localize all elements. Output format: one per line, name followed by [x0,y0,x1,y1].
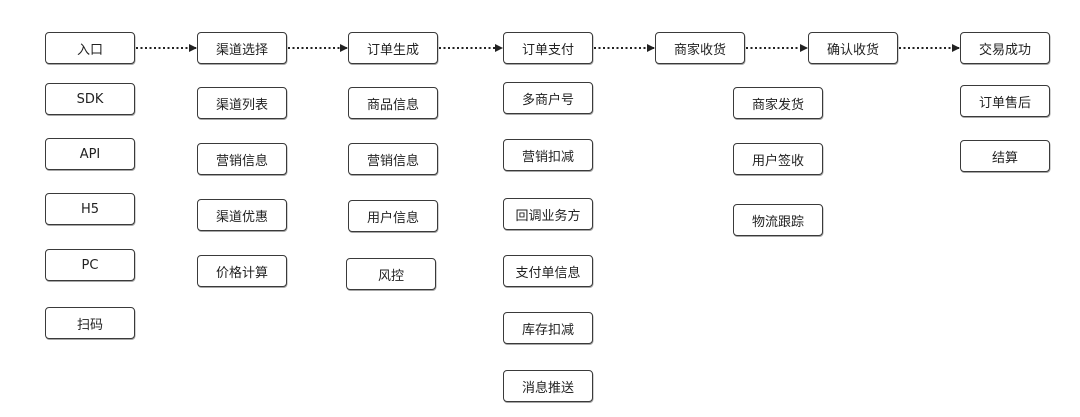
entry-item-scan: 扫码 [45,307,135,339]
pay-item-stock-deduct: 库存扣减 [503,312,593,344]
stage-confirm-receipt: 确认收货 [808,32,898,64]
entry-item-pc: PC [45,249,135,281]
pay-item-payment-info: 支付单信息 [503,255,593,287]
order-item-user: 用户信息 [348,200,438,232]
success-item-settlement: 结算 [960,140,1050,172]
pay-item-message-push: 消息推送 [503,370,593,402]
stage-trade-success: 交易成功 [960,32,1050,64]
pay-item-merchant-ids: 多商户号 [503,82,593,114]
order-item-risk: 风控 [346,258,436,290]
stage-channel-select: 渠道选择 [197,32,287,64]
entry-item-sdk: SDK [45,83,135,115]
channel-item-discount: 渠道优惠 [197,199,287,231]
channel-item-list: 渠道列表 [197,87,287,119]
confirm-item-ship: 商家发货 [733,87,823,119]
stage-merchant-receive: 商家收货 [655,32,745,64]
entry-item-api: API [45,138,135,170]
pay-item-marketing-deduct: 营销扣减 [503,139,593,171]
entry-item-h5: H5 [45,193,135,225]
confirm-item-sign: 用户签收 [733,143,823,175]
pay-item-callback: 回调业务方 [503,198,593,230]
success-item-aftersale: 订单售后 [960,85,1050,117]
order-item-marketing: 营销信息 [348,143,438,175]
order-item-product: 商品信息 [348,87,438,119]
channel-item-marketing: 营销信息 [197,143,287,175]
stage-order-create: 订单生成 [348,32,438,64]
channel-item-pricing: 价格计算 [197,255,287,287]
stage-entry: 入口 [45,32,135,64]
stage-order-pay: 订单支付 [503,32,593,64]
confirm-item-logistics: 物流跟踪 [733,204,823,236]
